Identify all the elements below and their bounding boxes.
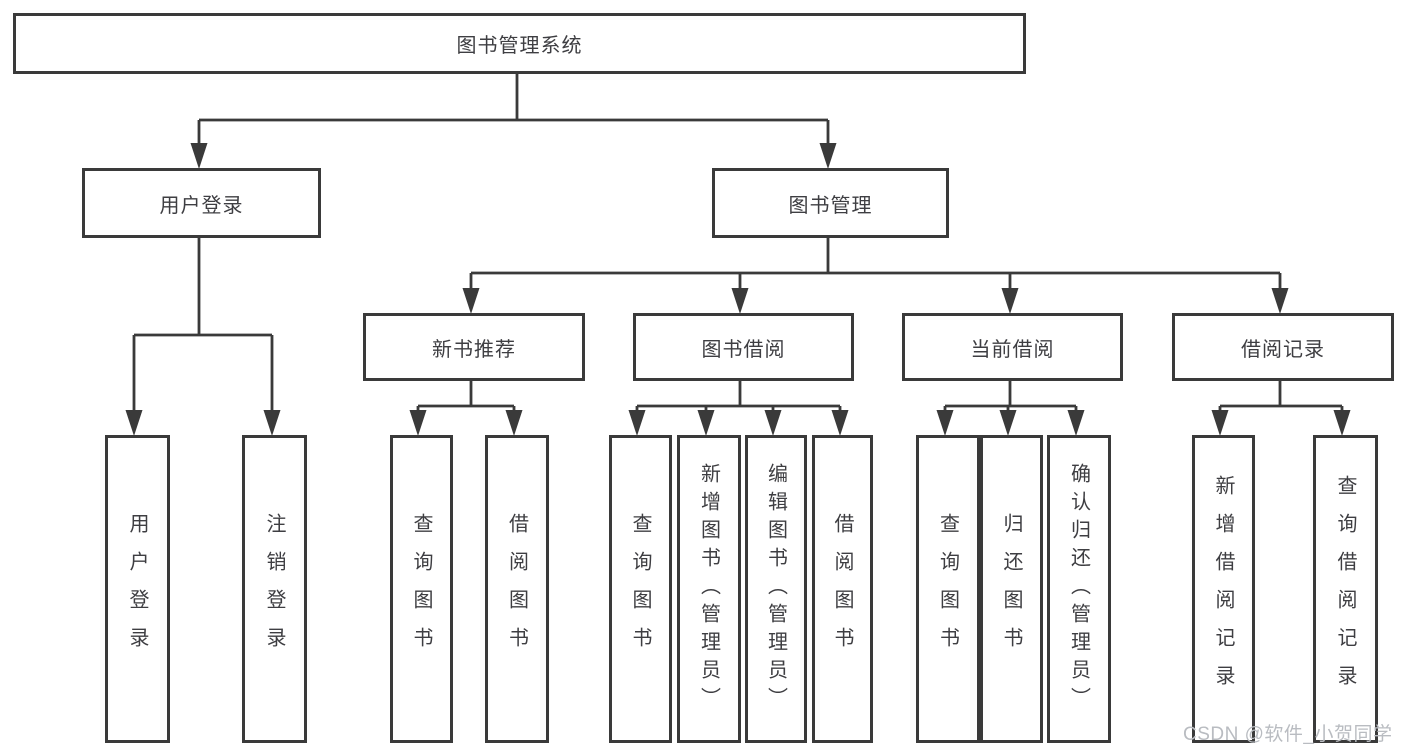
connector-root-to-level2 <box>190 68 837 169</box>
node-leaf-borrowing-borrow-books: 借阅图书 <box>812 435 873 743</box>
node-leaf-logout: 注销登录 <box>242 435 307 743</box>
node-label: 当前借阅 <box>970 338 1055 361</box>
arrowhead-icon <box>263 410 281 436</box>
connector-user-login-to-leaves <box>125 232 281 436</box>
node-new-book-recommendation: 新书推荐 <box>363 313 585 381</box>
arrowhead-icon <box>628 410 646 436</box>
connector-book-borrowing-to-leaves <box>628 375 849 436</box>
arrowhead-icon <box>764 410 782 436</box>
node-leaf-user-login: 用户登录 <box>105 435 170 743</box>
node-label: 注销登录 <box>263 513 285 665</box>
arrowhead-icon <box>125 410 143 436</box>
node-label: 借阅记录 <box>1241 338 1325 361</box>
node-label: 新增借阅记录 <box>1212 475 1234 703</box>
node-leaf-current-query-books: 查询图书 <box>916 435 980 743</box>
arrowhead-icon <box>999 410 1017 436</box>
node-leaf-confirm-return-admin: 确认归还（管理员） <box>1047 435 1111 743</box>
connector-new-book-recommendation-to-leaves <box>409 375 523 436</box>
node-leaf-recommend-query-books: 查询图书 <box>390 435 453 743</box>
node-leaf-add-book-admin: 新增图书（管理员） <box>677 435 741 743</box>
node-label: 归还图书 <box>1000 513 1022 665</box>
node-leaf-borrowing-query-books: 查询图书 <box>609 435 672 743</box>
node-label: 图书管理 <box>788 194 873 217</box>
arrowhead-icon <box>1271 288 1289 314</box>
node-user-login: 用户登录 <box>82 168 321 238</box>
connector-current-borrowing-to-leaves <box>936 375 1085 436</box>
node-label: 新增图书（管理员） <box>697 463 720 715</box>
node-leaf-edit-book-admin: 编辑图书（管理员） <box>745 435 807 743</box>
arrowhead-icon <box>505 410 523 436</box>
node-label: 用户登录 <box>159 194 244 217</box>
arrowhead-icon <box>1001 288 1019 314</box>
arrowhead-icon <box>1067 410 1085 436</box>
arrowhead-icon <box>1333 410 1351 436</box>
node-label: 借阅图书 <box>831 513 853 665</box>
node-label: 查询图书 <box>936 513 959 665</box>
node-current-borrowing: 当前借阅 <box>902 313 1123 381</box>
node-book-management: 图书管理 <box>712 168 949 238</box>
watermark: CSDN @软件_小贺同学 <box>1183 724 1393 745</box>
connector-borrowing-records-to-leaves <box>1211 375 1351 436</box>
node-leaf-add-borrow-record: 新增借阅记录 <box>1192 435 1255 743</box>
connector-book-management-to-level3 <box>462 232 1289 314</box>
node-borrowing-records: 借阅记录 <box>1172 313 1394 381</box>
arrowhead-icon <box>1211 410 1229 436</box>
arrowhead-icon <box>731 288 749 314</box>
node-label: 确认归还（管理员） <box>1067 463 1090 715</box>
node-label: 图书管理系统 <box>456 35 583 57</box>
node-library-system: 图书管理系统 <box>13 13 1026 74</box>
node-label: 借阅图书 <box>505 513 528 665</box>
arrowhead-icon <box>190 143 208 169</box>
node-leaf-return-books: 归还图书 <box>980 435 1043 743</box>
arrowhead-icon <box>831 410 849 436</box>
node-book-borrowing: 图书借阅 <box>633 313 854 381</box>
arrowhead-icon <box>409 410 427 436</box>
arrowhead-icon <box>819 143 837 169</box>
node-leaf-recommend-borrow-books: 借阅图书 <box>485 435 549 743</box>
node-label: 编辑图书（管理员） <box>764 463 787 715</box>
arrowhead-icon <box>697 410 715 436</box>
arrowhead-icon <box>462 288 480 314</box>
node-label: 查询借阅记录 <box>1334 475 1356 703</box>
node-leaf-query-borrow-record: 查询借阅记录 <box>1313 435 1378 743</box>
node-label: 图书借阅 <box>701 338 786 361</box>
node-label: 查询图书 <box>629 513 651 665</box>
arrowhead-icon <box>936 410 954 436</box>
node-label: 用户登录 <box>126 513 148 665</box>
node-label: 查询图书 <box>410 513 432 665</box>
node-label: 新书推荐 <box>432 338 516 361</box>
